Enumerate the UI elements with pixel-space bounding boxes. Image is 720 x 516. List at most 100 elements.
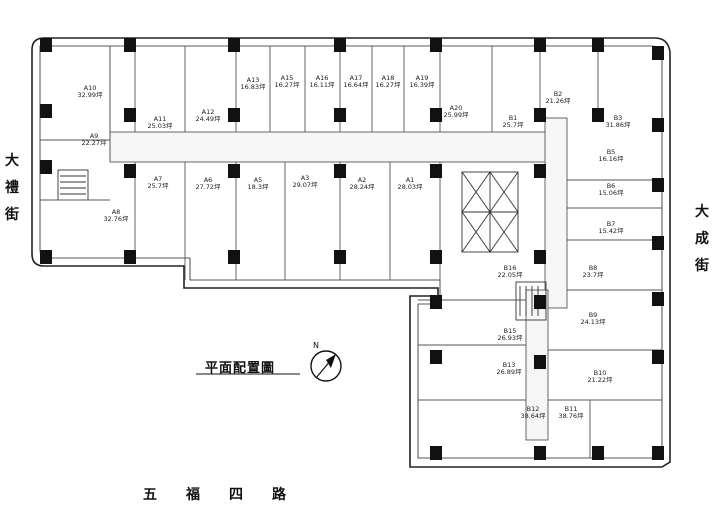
svg-text:A17: A17: [350, 74, 363, 82]
svg-text:A18: A18: [382, 74, 395, 82]
svg-text:A20: A20: [450, 104, 463, 112]
svg-text:B15: B15: [504, 327, 517, 335]
svg-text:22.27坪: 22.27坪: [81, 139, 107, 147]
svg-text:A9: A9: [90, 132, 99, 140]
svg-text:A13: A13: [247, 76, 260, 84]
svg-text:A8: A8: [112, 208, 121, 216]
svg-text:16.27坪: 16.27坪: [375, 81, 401, 89]
svg-text:B6: B6: [607, 182, 616, 190]
svg-text:16.27坪: 16.27坪: [274, 81, 300, 89]
svg-text:16.39坪: 16.39坪: [409, 81, 435, 89]
svg-text:16.16坪: 16.16坪: [598, 155, 624, 163]
svg-text:A12: A12: [202, 108, 215, 116]
svg-text:A2: A2: [358, 176, 367, 184]
svg-text:B11: B11: [565, 405, 578, 413]
svg-text:B5: B5: [607, 148, 616, 156]
svg-text:27.72坪: 27.72坪: [195, 183, 221, 191]
svg-text:38.76坪: 38.76坪: [558, 412, 584, 420]
svg-text:B7: B7: [607, 220, 616, 228]
svg-text:16.83坪: 16.83坪: [240, 83, 266, 91]
svg-text:28.03坪: 28.03坪: [397, 183, 423, 191]
street-label-right: 大成街: [695, 204, 709, 274]
svg-text:A16: A16: [316, 74, 329, 82]
svg-text:29.07坪: 29.07坪: [292, 181, 318, 189]
compass-rose: N: [310, 341, 342, 382]
svg-text:18.3坪: 18.3坪: [248, 183, 269, 191]
plan-title: 平面配置圖: [205, 361, 276, 376]
svg-text:16.11坪: 16.11坪: [309, 81, 335, 89]
compass-north-label: N: [313, 341, 319, 350]
svg-text:B16: B16: [504, 264, 517, 272]
svg-text:B12: B12: [527, 405, 540, 413]
svg-text:16.64坪: 16.64坪: [343, 81, 369, 89]
structural-columns: [40, 38, 664, 460]
svg-text:B1: B1: [509, 114, 518, 122]
svg-text:25.03坪: 25.03坪: [147, 122, 173, 130]
svg-text:B9: B9: [589, 311, 598, 319]
svg-text:23.7坪: 23.7坪: [583, 271, 604, 279]
svg-text:28.24坪: 28.24坪: [349, 183, 375, 191]
svg-text:25.7坪: 25.7坪: [503, 121, 524, 129]
svg-text:32.99坪: 32.99坪: [77, 91, 103, 99]
svg-text:B8: B8: [589, 264, 598, 272]
street-label-left: 大禮街: [5, 153, 19, 223]
svg-text:32.76坪: 32.76坪: [103, 215, 129, 223]
svg-text:A7: A7: [154, 175, 163, 183]
svg-text:21.26坪: 21.26坪: [545, 97, 571, 105]
svg-text:22.05坪: 22.05坪: [497, 271, 523, 279]
svg-text:A5: A5: [254, 176, 263, 184]
core-area: [57, 169, 547, 321]
svg-text:A1: A1: [406, 176, 415, 184]
svg-text:A11: A11: [154, 115, 167, 123]
svg-text:B13: B13: [503, 361, 516, 369]
svg-text:A3: A3: [301, 174, 310, 182]
street-label-bottom: 五福四路: [143, 487, 315, 503]
svg-text:B2: B2: [554, 90, 563, 98]
svg-text:B3: B3: [614, 114, 623, 122]
svg-text:24.13坪: 24.13坪: [580, 318, 606, 326]
svg-text:25.7坪: 25.7坪: [148, 182, 169, 190]
svg-text:A19: A19: [416, 74, 429, 82]
svg-text:A15: A15: [281, 74, 294, 82]
svg-text:38.64坪: 38.64坪: [520, 412, 546, 420]
svg-text:25.99坪: 25.99坪: [443, 111, 469, 119]
svg-text:26.93坪: 26.93坪: [497, 334, 523, 342]
svg-text:A10: A10: [84, 84, 97, 92]
svg-text:31.86坪: 31.86坪: [605, 121, 631, 129]
svg-text:15.06坪: 15.06坪: [598, 189, 624, 197]
svg-text:21.22坪: 21.22坪: [587, 376, 613, 384]
svg-text:24.49坪: 24.49坪: [195, 115, 221, 123]
